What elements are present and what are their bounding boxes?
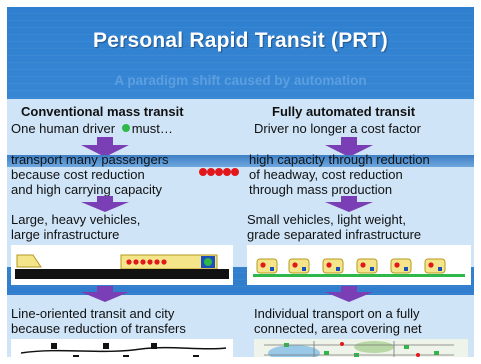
area-network-panel [254, 339, 468, 357]
right-line5: Small vehicles, light weight, [247, 212, 406, 227]
right-line6: grade separated infrastructure [247, 227, 422, 242]
bus-icon [15, 254, 229, 279]
left-line7: Line-oriented transit and city [11, 306, 175, 321]
down-arrow-icon [325, 196, 373, 212]
line-network-icon [20, 343, 227, 357]
bus-panel [11, 245, 233, 285]
left-line2: transport many passengers [11, 152, 169, 167]
left-line4: and high carrying capacity [11, 182, 163, 197]
down-arrow-icon [81, 137, 129, 157]
right-line2: high capacity through reduction [249, 152, 430, 167]
line-network-panel [11, 339, 233, 357]
right-line4: through mass production [249, 182, 393, 197]
right-line3: of headway, cost reduction [249, 167, 403, 182]
prt-vehicle-icon [253, 258, 465, 277]
down-arrow-icon [81, 286, 129, 302]
left-line6: large infrastructure [11, 227, 120, 242]
slide-title: Personal Rapid Transit (PRT) [93, 29, 388, 52]
left-header: Conventional mass transit [21, 104, 184, 119]
content-band [7, 99, 474, 267]
red-dots-icon [199, 168, 239, 176]
left-line1: One human driver must… [11, 121, 173, 136]
divider-strip [7, 155, 474, 167]
right-line7: Individual transport on a fully [254, 306, 420, 321]
left-line3: because cost reduction [11, 167, 145, 182]
slide: Personal Rapid Transit (PRT) A paradigm … [7, 7, 474, 357]
down-arrow-icon [81, 196, 129, 212]
right-line1: Driver no longer a cost factor [254, 121, 421, 136]
slide-subtitle: A paradigm shift caused by automation [114, 73, 367, 88]
right-line8: connected, area covering net [254, 321, 422, 336]
green-dot-icon [121, 124, 130, 132]
area-network-icon [254, 339, 468, 357]
left-line5: Large, heavy vehicles, [11, 212, 141, 227]
down-arrow-icon [325, 137, 373, 157]
right-header: Fully automated transit [272, 104, 416, 119]
prt-panel [247, 245, 471, 285]
down-arrow-icon [325, 286, 373, 302]
left-line8: because reduction of transfers [11, 321, 186, 336]
